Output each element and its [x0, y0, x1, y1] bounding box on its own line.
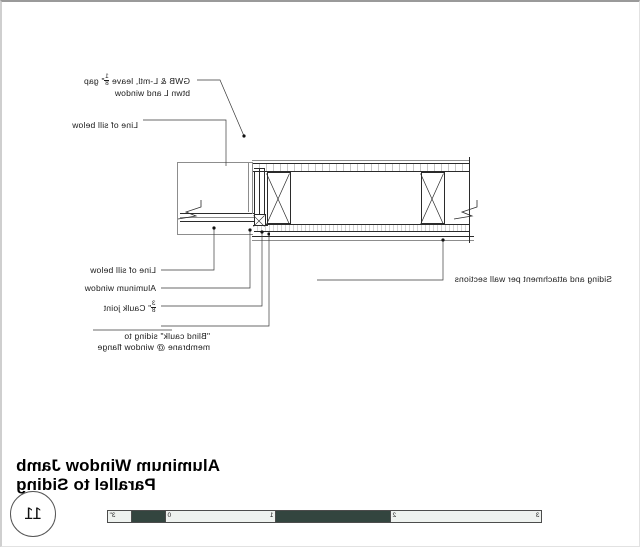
gwb-layer [252, 163, 470, 172]
detail-number: 11 [24, 504, 42, 523]
annotation-gwb-note-line2: btwn L and window [114, 87, 190, 98]
leader-gwb-note [197, 79, 246, 138]
detail-number-circle: 11 [10, 491, 56, 537]
leader-siding-attachment [317, 238, 445, 281]
break-line-left [453, 200, 478, 220]
scale-segment-1: 3 2 [391, 511, 541, 522]
scale-tick-0: 0 [167, 511, 172, 519]
leader-blind-caulk-extension [93, 329, 172, 331]
graphic-scale-bar: 3 2 1 0 3" [107, 510, 542, 523]
annotation-blind-caulk: "Blind caulk" siding to membrane @ windo… [97, 331, 210, 352]
annotation-gwb-note-line1-suffix: " gap [83, 75, 105, 86]
window-flange [253, 214, 266, 227]
title-block: Aluminum Window Jamb Parallel to Siding [16, 456, 220, 494]
scale-tick-3: 3 [535, 511, 540, 519]
stud-right [266, 172, 291, 225]
stud-left [420, 172, 445, 225]
annotation-aluminum-window: Aluminum window [84, 283, 157, 293]
leader-stack-window [161, 226, 270, 327]
break-line-right [177, 200, 202, 220]
annotation-gwb-note-line1-prefix: GWB & L-mtl, leave [109, 75, 190, 86]
annotation-caulk-joint-suffix: " Caulk joint [103, 302, 152, 313]
scale-segment-4 [132, 511, 166, 522]
glazing-line-bottom [180, 221, 254, 222]
siding-layer [252, 236, 474, 238]
stud-x-bracing-icon [266, 173, 290, 225]
scale-tick-3-inch: 3" [109, 511, 116, 519]
sheathing-layer [254, 224, 470, 232]
scale-segment-3: 1 0 [166, 511, 276, 522]
annotation-blind-caulk-line2: membrane @ window flange [97, 341, 210, 352]
scale-segment-5: 3" [108, 511, 132, 522]
leader-line-of-sill-top [143, 119, 227, 166]
title-line-2: Parallel to Siding [16, 474, 156, 494]
scale-tick-1: 1 [269, 511, 274, 519]
annotation-line-of-sill-below-top: Line of sill below [72, 120, 138, 130]
scale-tick-2: 2 [392, 511, 397, 519]
annotation-siding-attachment: Siding and attachment per wall sections [454, 274, 612, 284]
annotation-blind-caulk-line1: "Blind caulk" siding to [124, 331, 210, 341]
scale-segment-2 [276, 511, 391, 522]
stud-x-bracing-icon [420, 173, 444, 225]
title-line-1: Aluminum Window Jamb [16, 456, 220, 475]
flange-hatch-icon [253, 215, 265, 227]
annotation-line-of-sill-below-bottom: Line of sill below [90, 265, 156, 275]
gwb-face-line [252, 160, 470, 161]
